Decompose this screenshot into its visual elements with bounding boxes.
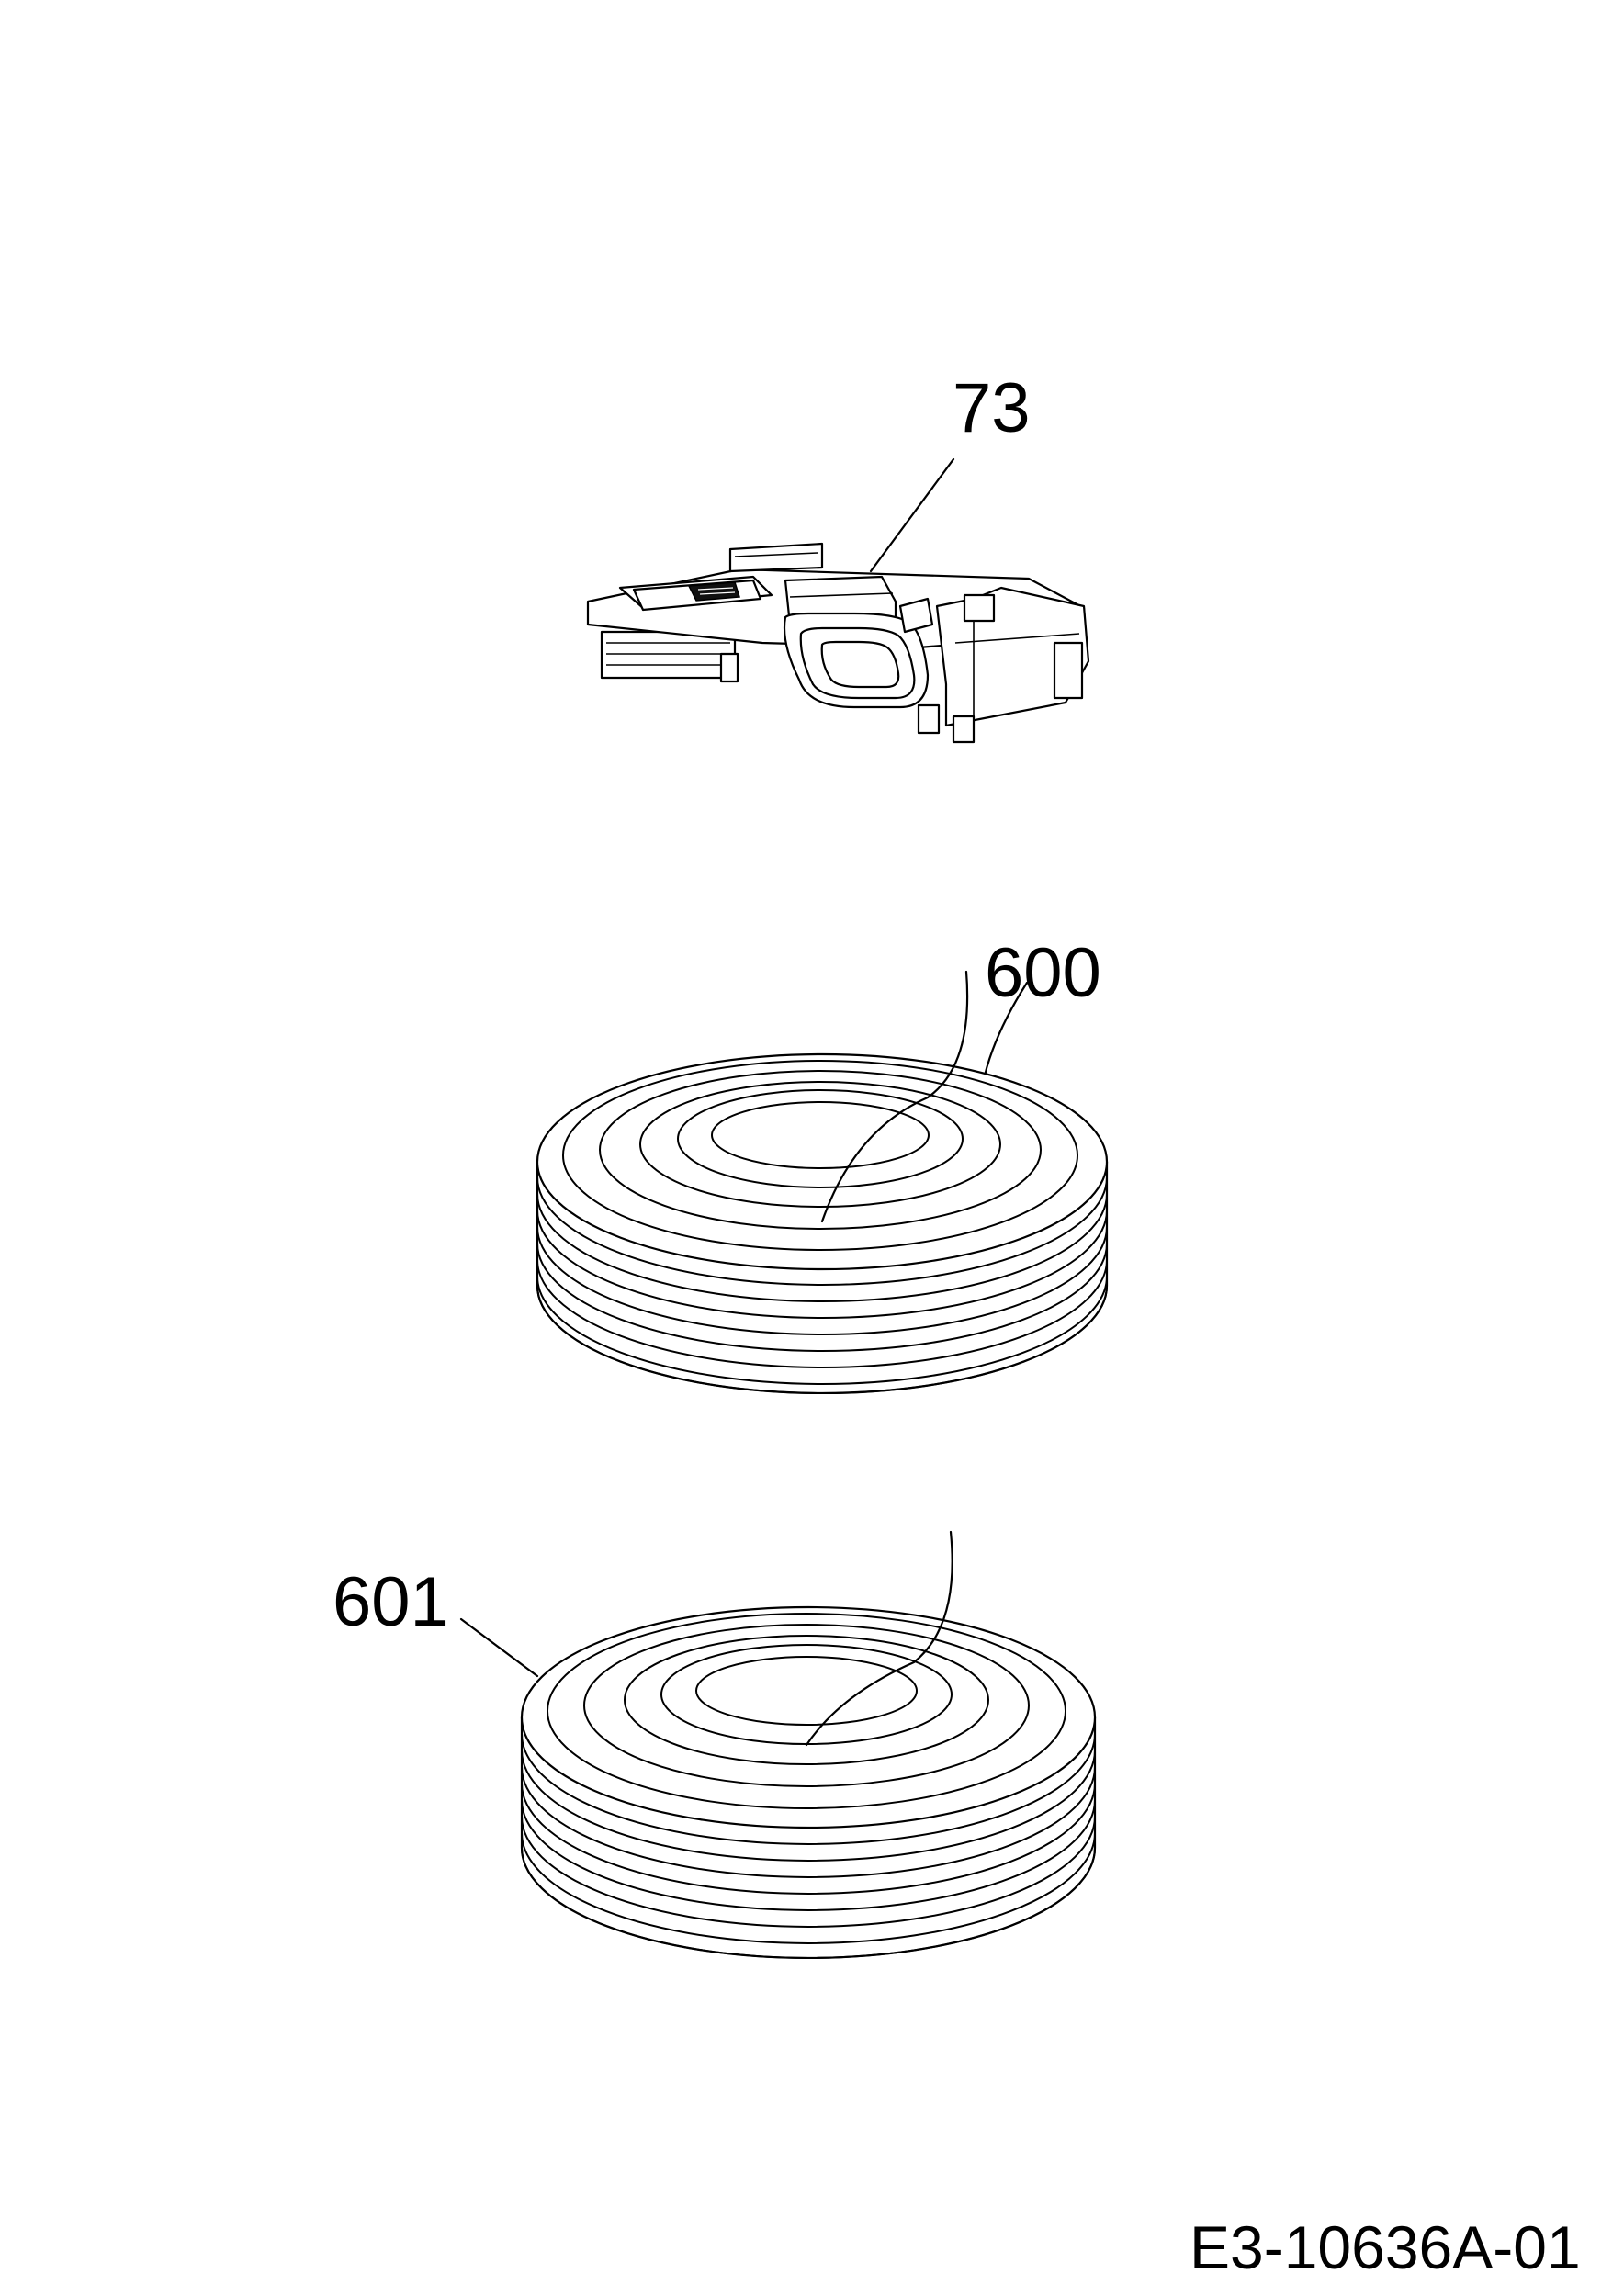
part-601-coil [459, 1530, 1097, 1960]
callout-600: 600 [985, 934, 1101, 1012]
document-id: E3-10636A-01 [1190, 2213, 1581, 2281]
part-73-switch-board [586, 457, 1090, 744]
leader-line-73 [869, 457, 955, 573]
part-600-coil [536, 970, 1109, 1395]
leader-line-601 [459, 1617, 539, 1678]
callout-73: 73 [953, 369, 1031, 447]
callout-601: 601 [333, 1563, 449, 1641]
